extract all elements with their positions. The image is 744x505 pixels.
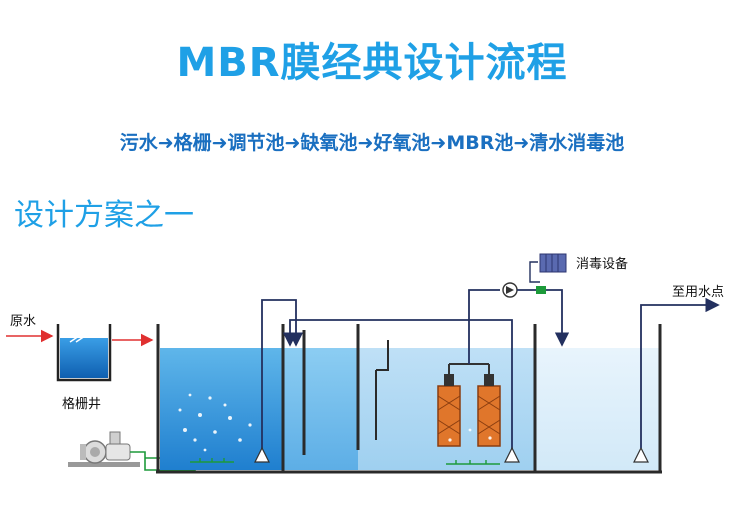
clear-water-inlet-pipe (517, 289, 570, 347)
pump-icon (254, 446, 270, 463)
pump-icon (504, 446, 520, 463)
permeate-pipe (468, 289, 500, 364)
lift-pipe (261, 299, 304, 455)
screen-bar-icon (69, 329, 89, 343)
to-water-point-label: 至用水点 (672, 285, 724, 300)
design-subtitle: 设计方案之一 (14, 198, 194, 233)
screen-well-label: 格栅井 (62, 396, 101, 412)
disinfection-equipment-label: 消毒设备 (576, 256, 628, 272)
aerator-icon (190, 458, 500, 465)
membrane-module-icon (437, 363, 501, 447)
anoxic-tank (284, 348, 358, 470)
return-sludge-pipe (282, 319, 513, 455)
screen-well (56, 324, 112, 382)
overflow-weir (376, 340, 389, 371)
clear-water-tank (536, 348, 660, 470)
page-title: MBR膜经典设计流程 (176, 40, 568, 86)
process-flow-text: 污水➜格栅➜调节池➜缺氧池➜好氧池➜MBR池➜清水消毒池 (119, 132, 625, 154)
tank-walls (156, 324, 662, 474)
raw-water-label: 原水 (10, 314, 36, 329)
outlet-pipe (640, 297, 720, 448)
blower-icon (68, 431, 140, 467)
flow-meter-icon (502, 282, 518, 298)
pump-icon (633, 446, 649, 463)
aeration-bubbles (178, 393, 252, 452)
dosing-unit-icon (529, 253, 567, 294)
